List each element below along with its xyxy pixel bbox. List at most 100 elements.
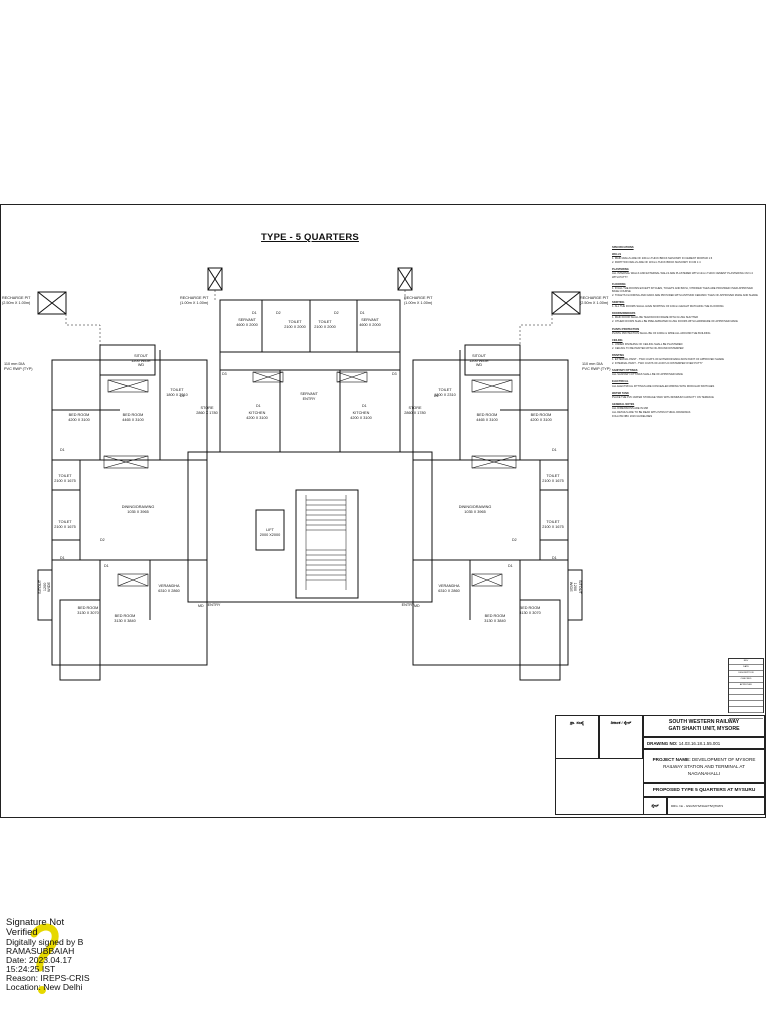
door-mark: D1 (434, 394, 439, 398)
notes-heading: PLASTERING (612, 268, 629, 272)
signature-line-1: Digitally signed by B (6, 937, 84, 947)
room-sitout-bottom-left: SITOUT 1200 WIDE (38, 579, 52, 594)
notes-heading: WALLS (612, 253, 622, 257)
plan-title: TYPE - 5 QUARTERS (261, 232, 359, 243)
room-sitout-bottom-right: SITOUT 1200 WIDE (568, 579, 582, 594)
door-mark: D1 (60, 556, 65, 560)
door-mark: MD (198, 604, 204, 608)
notes-line: 2. INTERNAL PAINT - TWO COATS OF ACRYLIC… (612, 362, 703, 366)
notes-line: 2. TOILETS FLOORING AND DADO ARE PROVIDE… (612, 293, 758, 297)
org-line-1: SOUTH WESTERN RAILWAY (668, 719, 740, 725)
drawing-no-value: 14.03.16.18.1.55.001 (678, 741, 721, 746)
revision-header-rev: REV (729, 659, 763, 665)
drawing-sheet-border (0, 204, 766, 818)
project-name-label: PROJECT NAME: (652, 757, 691, 762)
drawing-no-label: DRAWING NO: (647, 741, 678, 746)
notes-heading: GENERAL NOTES (612, 402, 635, 406)
door-mark: D2 (276, 311, 281, 315)
callout-pipe-right: 110 mm DIA PVC RWP (TYP) (582, 362, 611, 371)
lift-shaft (255, 509, 285, 551)
door-mark: D1 (60, 448, 65, 452)
signature-verification-mark (30, 923, 59, 994)
notes-line: 1. ALL THE ROOMS SHALL HAVE SKIRTING OF … (612, 305, 724, 309)
project-name-text: DEVELOPMENT OF MYSORE RAILWAY STATION AN… (663, 757, 756, 776)
organization-name: SOUTH WESTERN RAILWAY GATI SHAKTI UNIT, … (643, 715, 765, 737)
door-mark: D1 (252, 311, 257, 315)
door-mark: D2 (334, 311, 339, 315)
notes-line: ALL INTERNAL WALLS AND EXTERNAL WALLS AR… (612, 272, 753, 279)
notes-line: ALL DIMENSIONS ARE IN MM (612, 406, 648, 410)
wall-right-wing (412, 359, 569, 666)
door-mark: D1 (508, 564, 513, 568)
notes-line: FOLLOW NBC 2016 GUIDELINES (612, 415, 653, 419)
revision-header-date: DATE (729, 665, 763, 671)
notes-heading: WATER TANK (612, 391, 629, 395)
signature-line-2: RAMASUBBAIAH (6, 945, 75, 956)
door-mark: MD (414, 604, 420, 608)
door-mark: D2 (512, 538, 517, 542)
door-mark: D1 (362, 404, 367, 408)
notes-heading: PAINTING (612, 353, 625, 357)
notes-heading: DOORS/WINDOWS (612, 312, 636, 316)
revision-table: REV DATE DESCRIPTION CHECKED APPROVED (728, 658, 764, 719)
notes-heading: SPECIFICATIONS (612, 246, 634, 249)
notes-line: ALL ELECTRICAL FITTINGS ARE CONCEALED WI… (612, 384, 715, 388)
wall-central-hall (187, 451, 433, 603)
entry-left: ENTRY (207, 603, 221, 607)
callout-pipe-left: 110 mm DIA PVC RWP (TYP) (4, 362, 33, 371)
notes-line: 1. EXTERNAL PAINT - TWO COATS OF EXTERIO… (612, 358, 725, 362)
door-mark: D1 (552, 448, 557, 452)
scale-label: ಸ್ಕೇಲ್ (643, 797, 667, 815)
notes-line: PLACE THE PVC WATER STORAGE TANK WITH MI… (612, 395, 714, 399)
notes-line: PLINTH PROTECTION SHALL BE OF 1000mm WID… (612, 331, 711, 335)
drawing-subtitle: PROPOSED TYPE 5 QUARTERS AT MYSURU (643, 783, 765, 797)
signature-line-3: Date: 2023.04.17 (6, 954, 72, 965)
room-servant-entry: SERVANT ENTRY (300, 392, 318, 401)
signature-line-6: Location: New Delhi (6, 981, 83, 992)
title-block-label-1: ಡ್ರಾ. ಸಂಖ್ಯೆ (555, 715, 599, 759)
notes-line: ALL DETAILS ARE TO BE READ WITH STRUCTUR… (612, 411, 691, 414)
callout-recharge-pit-left: RECHARGE PIT (2.50m X 1.00m) (2, 296, 31, 305)
notes-heading: SANITARY FITTINGS (612, 369, 638, 373)
recharge-pit-right (551, 291, 581, 315)
entry-right: ENTRY (401, 603, 415, 607)
notes-heading: FLOORING (612, 282, 626, 286)
door-mark: D1 (552, 556, 557, 560)
digital-signature-block: Signature Not Verified Digitally signed … (6, 918, 96, 991)
stair-block (295, 489, 359, 599)
notes-line: 1. UNDER FINISHING OF CEILING SHALL BE P… (612, 342, 683, 346)
drawn-by-label: DRG. No - GSU/MYS/NGH/T5/QTR/P1 (667, 797, 765, 815)
signature-status: Signature Not Verified (6, 917, 65, 938)
notes-line: 2. CEILING TO BE PAINTED WITH OIL BOUND … (612, 346, 684, 350)
notes-line: 1. MAIN WALLS ARE OF 230mm THICK BRICK M… (612, 257, 713, 261)
door-mark: D2 (100, 538, 105, 542)
door-mark: D1 (256, 404, 261, 408)
wall-left-wing (51, 359, 208, 666)
notes-line: 2. PARTITION WALLS ARE OF 115mm THICK BR… (612, 261, 701, 265)
project-name: PROJECT NAME: DEVELOPMENT OF MYSORE RAIL… (643, 749, 765, 783)
door-mark: D1 (360, 311, 365, 315)
revision-header-checked: CHECKED (729, 677, 763, 683)
door-mark: D1 (180, 394, 185, 398)
notes-heading: CEILING (612, 338, 623, 342)
door-mark: D3 (392, 372, 397, 376)
